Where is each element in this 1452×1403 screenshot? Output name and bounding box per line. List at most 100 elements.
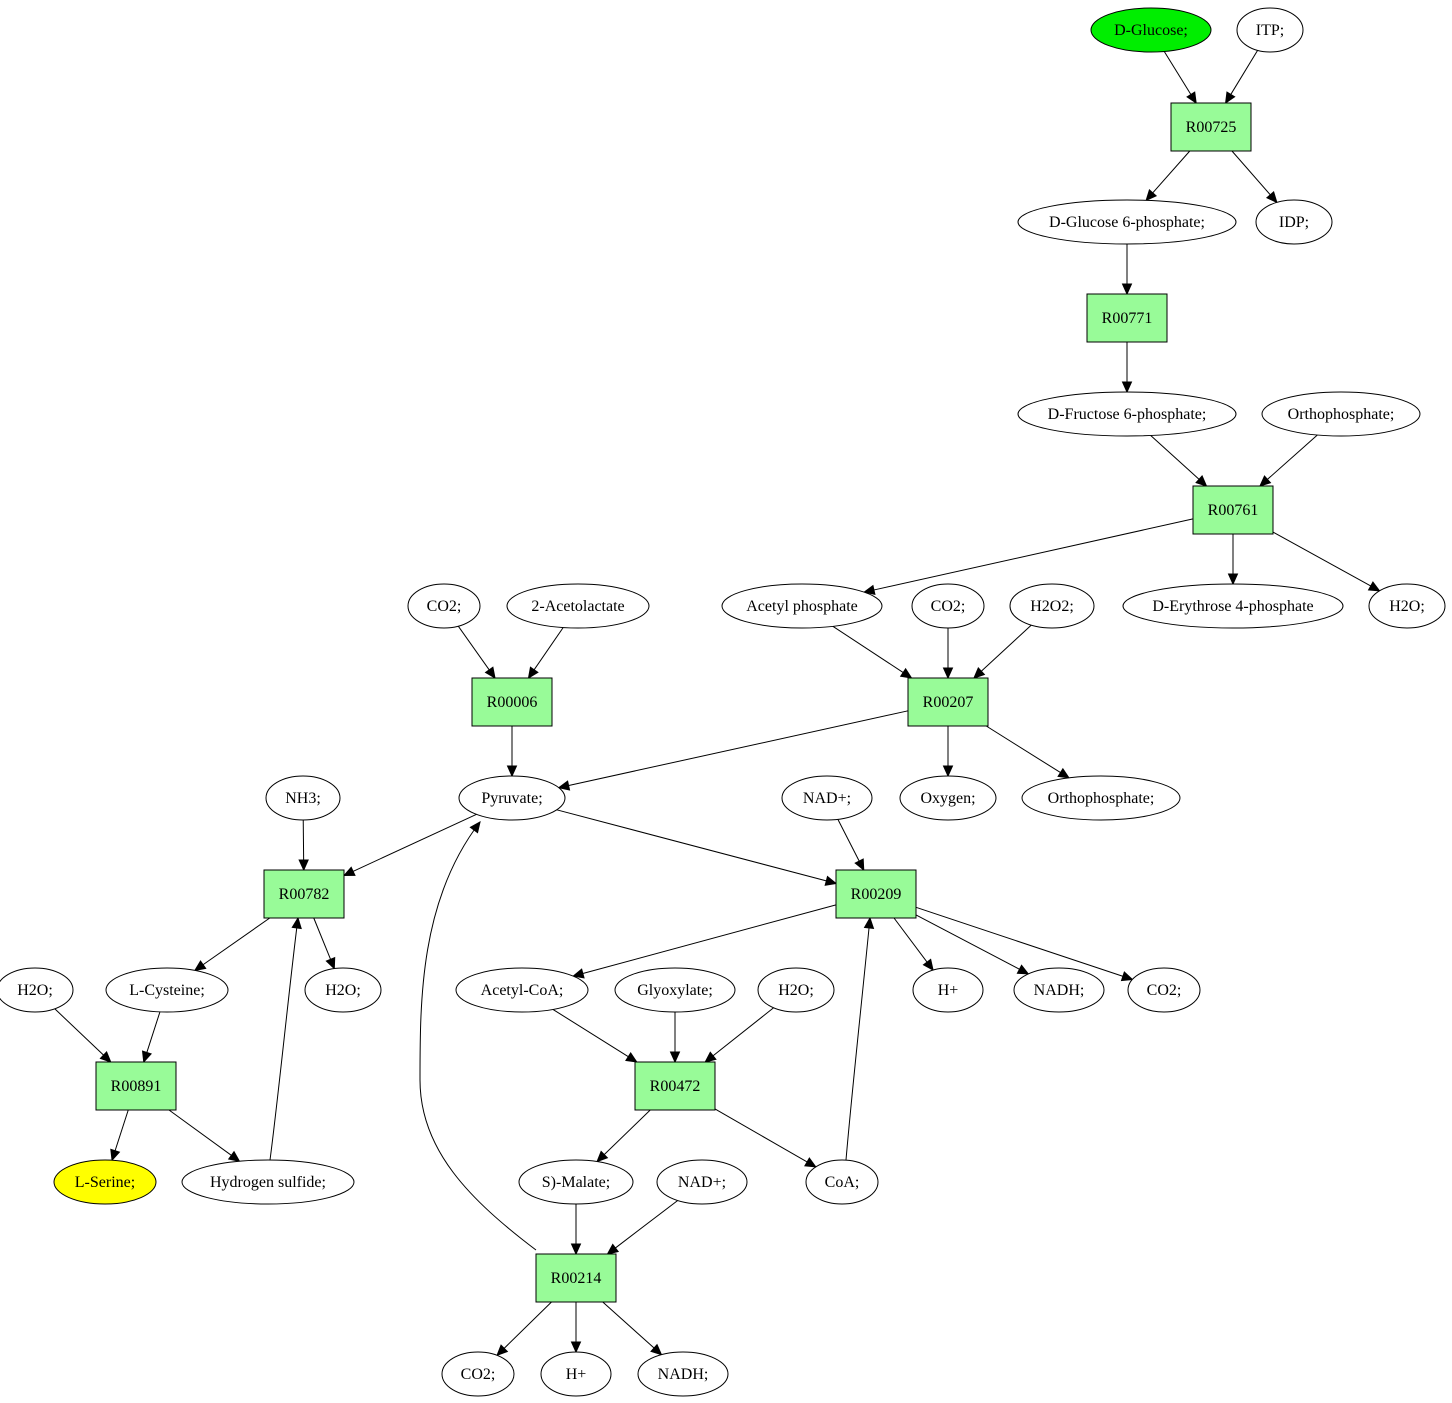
metabolite-node-acetylcoa[interactable]: Acetyl-CoA; (455, 967, 589, 1013)
metabolite-ellipse (518, 1159, 634, 1205)
node-label: L-Cysteine; (129, 982, 205, 999)
node-label: H2O; (325, 982, 361, 999)
reaction-node-r00207[interactable]: R00207 (907, 677, 989, 727)
metabolite-node-coa[interactable]: CoA; (805, 1159, 879, 1205)
reaction-node-r00771[interactable]: R00771 (1086, 293, 1168, 343)
edge-line (457, 625, 491, 671)
metabolite-node-h2o_d[interactable]: H2O; (757, 967, 835, 1013)
metabolite-node-co2_b[interactable]: CO2; (911, 583, 985, 629)
metabolite-ellipse (455, 967, 589, 1013)
metabolite-ellipse (1021, 775, 1181, 821)
arrowhead (193, 960, 207, 972)
metabolite-node-nadh_a[interactable]: NADH; (1013, 967, 1105, 1013)
node-label: CO2; (1147, 982, 1182, 999)
node-label: H2O; (17, 982, 53, 999)
node-label: D-Glucose; (1114, 22, 1188, 39)
edge-line (313, 917, 332, 961)
metabolite-node-co2_d[interactable]: CO2; (441, 1351, 515, 1397)
edge-line (269, 917, 299, 1161)
edge-r00209-to-co2_c (915, 906, 1134, 982)
metabolite-ellipse (1009, 583, 1095, 629)
node-label: Orthophosphate; (1288, 406, 1395, 423)
metabolite-ellipse (458, 775, 566, 821)
metabolite-node-glyoxylate[interactable]: Glyoxylate; (614, 967, 736, 1013)
metabolite-node-h2s[interactable]: Hydrogen sulfide; (181, 1159, 355, 1205)
metabolite-node-malate[interactable]: S)-Malate; (518, 1159, 634, 1205)
metabolite-node-acetolactate[interactable]: 2-Acetolactate (506, 583, 650, 629)
edge-cysteine-to-r00891 (141, 1011, 161, 1064)
metabolite-node-h2o2[interactable]: H2O2; (1009, 583, 1095, 629)
metabolite-node-idp[interactable]: IDP; (1255, 199, 1333, 245)
edge-r00761-to-acetylp (862, 518, 1194, 596)
arrowhead (570, 1243, 582, 1256)
metabolite-node-orthophosphate2[interactable]: Orthophosphate; (1021, 775, 1181, 821)
edge-r00209-to-nadh_a (915, 914, 1030, 975)
arrowhead (704, 1051, 717, 1063)
node-label: R00006 (487, 694, 538, 711)
metabolite-node-nh3[interactable]: NH3; (265, 775, 341, 821)
reaction-box (1170, 102, 1252, 152)
edge-line (837, 819, 861, 863)
reaction-node-r00761[interactable]: R00761 (1192, 485, 1274, 535)
edge-line (1151, 150, 1191, 194)
edge-co2_a-to-r00006 (457, 625, 496, 679)
metabolite-ellipse (407, 583, 481, 629)
metabolite-node-g6p[interactable]: D-Glucose 6-phosphate; (1017, 199, 1237, 245)
arrowhead (291, 916, 302, 930)
reaction-node-r00209[interactable]: R00209 (835, 869, 917, 919)
arrowhead (1016, 964, 1030, 975)
node-label: H+ (566, 1366, 587, 1383)
reaction-node-r00472[interactable]: R00472 (634, 1061, 716, 1111)
edge-line (114, 1109, 129, 1152)
node-label: NH3; (285, 790, 321, 807)
metabolite-node-nadh_b[interactable]: NADH; (637, 1351, 729, 1397)
edge-acetylp-to-r00207 (832, 625, 913, 679)
node-label: NAD+; (678, 1174, 726, 1191)
metabolite-ellipse (805, 1159, 879, 1205)
metabolite-node-hplus_a[interactable]: H+ (912, 967, 984, 1013)
edge-line (503, 1301, 552, 1350)
metabolite-node-nad_a[interactable]: NAD+; (781, 775, 873, 821)
reaction-node-r00891[interactable]: R00891 (95, 1061, 177, 1111)
metabolite-node-pyruvate[interactable]: Pyruvate; (458, 775, 566, 821)
edge-line (1266, 434, 1318, 481)
metabolite-node-oxygen[interactable]: Oxygen; (899, 775, 997, 821)
edge-h2o2-to-r00207 (973, 624, 1032, 679)
node-label: R00214 (551, 1270, 602, 1287)
edge-line (614, 1200, 679, 1249)
edge-r00214-to-nadh_b (602, 1301, 663, 1356)
node-label: Hydrogen sulfide; (210, 1174, 326, 1191)
arrowhead (298, 859, 309, 872)
metabolite-ellipse (53, 1159, 157, 1205)
metabolite-node-f6p[interactable]: D-Fructose 6-phosphate; (1017, 391, 1237, 437)
metabolite-node-co2_c[interactable]: CO2; (1127, 967, 1201, 1013)
reaction-node-r00006[interactable]: R00006 (471, 677, 553, 727)
edge-r00207-to-pyruvate (557, 710, 909, 791)
metabolite-ellipse (781, 775, 873, 821)
metabolite-node-co2_a[interactable]: CO2; (407, 583, 481, 629)
metabolite-node-itp[interactable]: ITP; (1236, 7, 1304, 53)
arrowhead (570, 1341, 582, 1354)
edge-line (1231, 150, 1272, 196)
reaction-box (471, 677, 553, 727)
metabolite-node-acetylp[interactable]: Acetyl phosphate (721, 583, 883, 629)
metabolite-node-orthophosphate1[interactable]: Orthophosphate; (1261, 391, 1421, 437)
metabolite-ellipse (656, 1159, 748, 1205)
metabolite-node-h2o_b[interactable]: H2O; (304, 967, 382, 1013)
metabolite-node-h2o_a[interactable]: H2O; (1368, 583, 1446, 629)
metabolite-node-glucose[interactable]: D-Glucose; (1090, 7, 1212, 53)
edge-h2s-to-r00782 (269, 916, 302, 1161)
reaction-node-r00782[interactable]: R00782 (263, 869, 345, 919)
metabolite-node-hplus_b[interactable]: H+ (540, 1351, 612, 1397)
reaction-node-r00214[interactable]: R00214 (535, 1253, 617, 1303)
node-label: CO2; (427, 598, 462, 615)
reaction-node-r00725[interactable]: R00725 (1170, 102, 1252, 152)
arrowhead (484, 666, 496, 679)
metabolite-node-serine[interactable]: L-Serine; (53, 1159, 157, 1205)
node-label: D-Erythrose 4-phosphate (1152, 598, 1313, 615)
arrowhead (557, 780, 571, 791)
metabolite-node-h2o_c[interactable]: H2O; (0, 967, 74, 1013)
metabolite-node-cysteine[interactable]: L-Cysteine; (105, 967, 229, 1013)
metabolite-node-e4p[interactable]: D-Erythrose 4-phosphate (1122, 583, 1344, 629)
metabolite-node-nad_b[interactable]: NAD+; (656, 1159, 748, 1205)
